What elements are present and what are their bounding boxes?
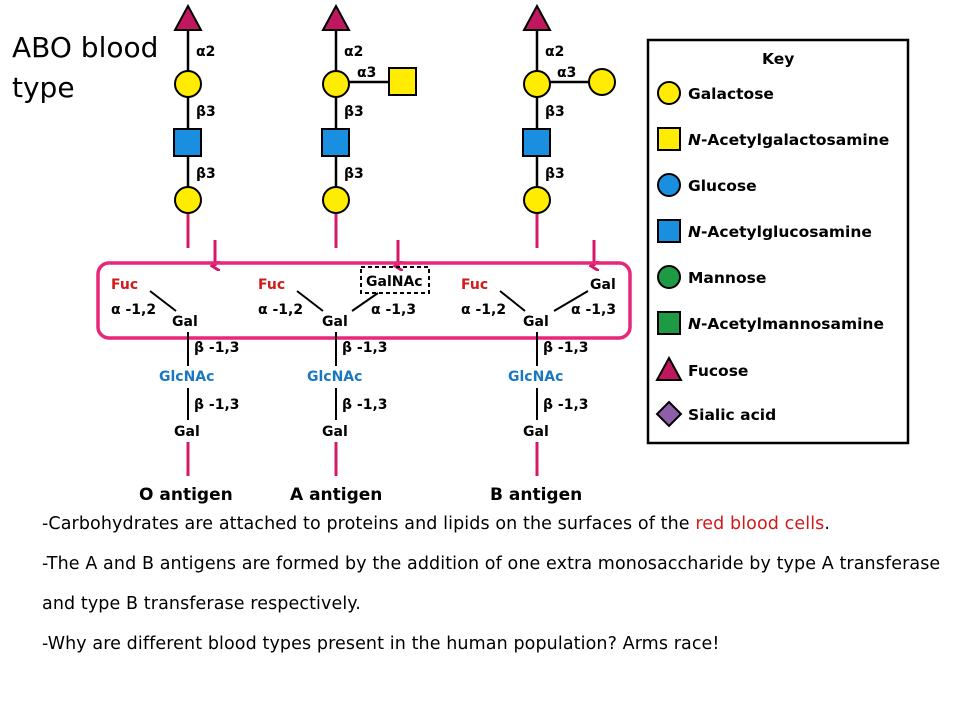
side-link-label: α3 [557,65,576,81]
bond-label: β -1,3 [543,340,589,356]
antigen-caption: A antigen [290,485,382,505]
link-label: β3 [196,166,216,182]
bond-label: α -1,2 [111,302,156,318]
n-acetylglucosamine-square [321,128,350,157]
fuc-label: Fuc [111,277,138,293]
fucose-triangle [173,3,203,31]
link-label: α2 [344,44,363,60]
chain-a: α2 α3 β3 β3 [321,3,417,248]
bond-label: β -1,3 [543,397,589,413]
n-acetylglucosamine-key-icon [657,219,681,243]
link-label: β3 [545,104,565,120]
antigen-caption: O antigen [139,485,233,505]
link-label: α2 [196,44,215,60]
galactose-circle [322,70,350,98]
fucose-triangle [522,3,552,31]
gal-label: Gal [174,424,200,440]
link-label: β3 [545,166,565,182]
key-border [646,38,910,445]
note-text: -Carbohydrates are attached to proteins … [42,514,696,534]
galactose-circle [523,70,551,98]
gal-label: Gal [172,314,198,330]
fucose-key-icon [655,355,683,381]
notes: -Carbohydrates are attached to proteins … [42,504,947,664]
galactose-circle [174,70,202,98]
gal-label: Gal [523,314,549,330]
fuc-label: Fuc [461,277,488,293]
galactose-circle [523,186,551,214]
glcnac-label: GlcNAc [307,369,362,385]
galactose-circle [174,186,202,214]
bond-label: α -1,3 [571,302,616,318]
note-line-1: -Carbohydrates are attached to proteins … [42,504,947,544]
note-highlight: red blood cells [695,514,825,534]
galnac-label: GalNAc [366,274,423,290]
link-label: α2 [545,44,564,60]
antigen-caption: B antigen [490,485,582,505]
gal-label: Gal [322,424,348,440]
key-label: Fucose [688,362,748,380]
bond-label: α -1,3 [371,302,416,318]
note-text: . [824,514,831,534]
glucose-key-icon [657,173,681,197]
bond-label: α -1,2 [461,302,506,318]
key-panel: Key Galactose N-Acetylgalactosamine Gluc… [646,38,910,445]
mannose-key-icon [657,265,681,289]
n-acetylgalactosamine-key-icon [657,127,681,151]
fucose-triangle [321,3,351,31]
key-label: Galactose [688,85,774,103]
key-label: Glucose [688,177,757,195]
bond-label: β -1,3 [342,397,388,413]
gal-label: Gal [322,314,348,330]
page-title: ABO blood type [12,31,159,104]
gal-right-label: Gal [590,277,616,293]
link-label: β3 [344,166,364,182]
fuc-label: Fuc [258,277,285,293]
link-label: β3 [196,104,216,120]
antigen-a: Fuc α -1,2 GalNAc α -1,3 Gal β -1,3 GlcN… [258,266,430,505]
gal-label: Gal [523,424,549,440]
link-label: β3 [344,104,364,120]
chain-b: α2 α3 β3 β3 [522,3,616,248]
antigen-highlight-box [96,261,632,340]
bond-label: β -1,3 [194,397,240,413]
bond-label: β -1,3 [342,340,388,356]
key-label: N-Acetylgalactosamine [688,131,889,149]
sialic-acid-key-icon [655,400,683,428]
bond-line [553,290,589,312]
key-label: Sialic acid [688,406,776,424]
n-acetylglucosamine-square [173,128,202,157]
bond-line [351,292,379,312]
glcnac-label: GlcNAc [159,369,214,385]
bond-line [149,290,177,312]
key-title: Key [762,50,794,68]
galactose-circle [588,68,616,96]
glcnac-label: GlcNAc [508,369,563,385]
note-line-2: -The A and B antigens are formed by the … [42,554,941,614]
n-acetylglucosamine-square [522,128,551,157]
key-label: N-Acetylglucosamine [688,223,872,241]
bond-label: β -1,3 [194,340,240,356]
bond-line [296,290,324,312]
key-label: N-Acetylmannosamine [688,315,884,333]
bond-line [499,290,526,312]
antigen-o: Fuc α -1,2 Gal β -1,3 GlcNAc β -1,3 Gal … [111,277,240,505]
antigen-b: Fuc α -1,2 Gal α -1,3 Gal β -1,3 GlcNAc … [461,277,616,505]
n-acetylgalactosamine-square [388,67,417,96]
n-acetylmannosamine-key-icon [657,311,681,335]
key-label: Mannose [688,269,766,287]
side-link-label: α3 [357,65,376,81]
galnac-dashed-box [360,266,430,294]
galactose-key-icon [657,81,681,105]
galactose-circle [322,186,350,214]
chain-o: α2 β3 β3 [173,3,216,248]
note-line-3: -Why are different blood types present i… [42,634,720,654]
bond-label: α -1,2 [258,302,303,318]
